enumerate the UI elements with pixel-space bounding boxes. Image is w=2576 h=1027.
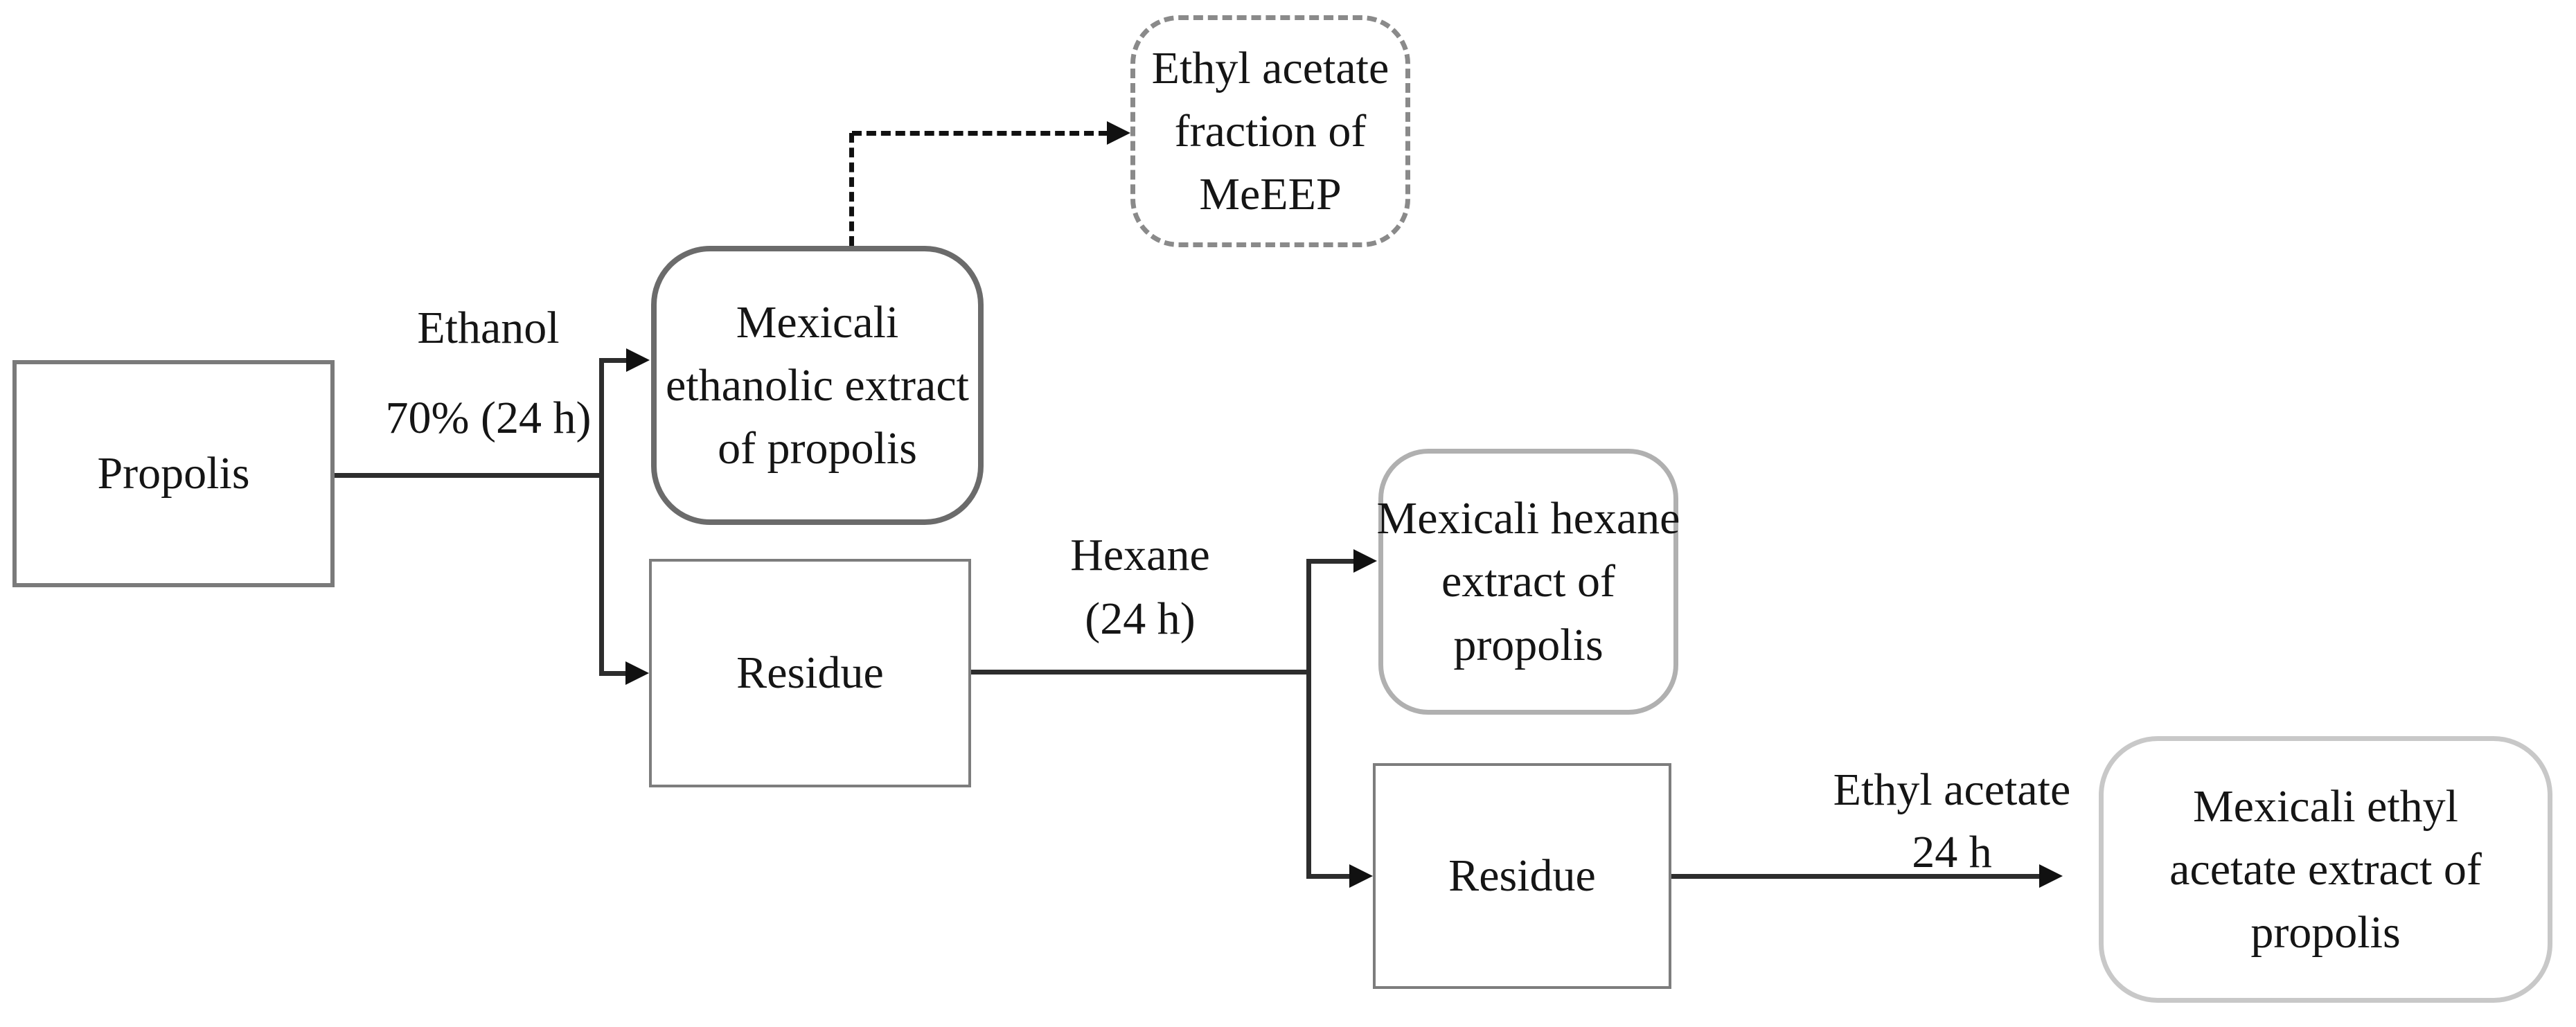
node-hexane-extract-line1: Mexicali hexane — [1376, 493, 1680, 544]
node-meeep-fraction-line3: MeEEP — [1199, 169, 1342, 220]
connector-meeep-horizontal-dashed-line — [852, 131, 1108, 136]
node-meeep-fraction: Ethyl acetate fraction of MeEEP — [1130, 15, 1410, 247]
node-ethyl-acetate-extract: Mexicali ethyl acetate extract of propol… — [2099, 736, 2552, 1003]
connector-to-residue2-arrowhead — [1349, 864, 1373, 888]
connector-to-hexane-line — [1311, 559, 1354, 564]
node-hexane-extract: Mexicali hexane extract of propolis — [1376, 449, 1680, 715]
node-ethanolic-extract-line1: Mexicali — [736, 296, 899, 348]
connector-ethanol-split-line — [599, 358, 604, 676]
node-propolis-label: Propolis — [97, 448, 250, 499]
node-hexane-extract-line2: extract of — [1441, 556, 1615, 607]
node-residue-1: Residue — [649, 559, 971, 787]
node-propolis: Propolis — [12, 360, 335, 587]
edge-label-ethyl-acetate-line1: Ethyl acetate — [1833, 765, 2071, 815]
connector-to-ethanolic-arrowhead — [626, 348, 650, 372]
node-residue-1-label: Residue — [736, 648, 884, 699]
edge-label-ethyl-acetate-line2: 24 h — [1912, 827, 1992, 877]
connector-residue1-trunk-line — [971, 670, 1311, 675]
connector-to-final-arrowhead — [2039, 864, 2063, 888]
connector-to-final-line — [1671, 874, 2039, 879]
node-ethyl-acetate-extract-line2: acetate extract of — [2169, 843, 2482, 895]
node-residue-2: Residue — [1373, 763, 1671, 989]
connector-to-residue1-arrowhead — [625, 661, 649, 685]
connector-to-residue1-line — [604, 671, 628, 676]
connector-meeep-arrowhead — [1107, 121, 1130, 145]
node-ethanolic-extract-line2: ethanolic extract — [666, 359, 969, 411]
node-residue-2-label: Residue — [1448, 850, 1596, 902]
edge-label-ethanol-line1: Ethanol — [417, 303, 560, 353]
connector-propolis-trunk-line — [335, 473, 602, 478]
connector-to-ethanolic-line — [604, 358, 628, 363]
connector-meeep-vertical-dashed-line — [849, 133, 854, 246]
node-ethyl-acetate-extract-line3: propolis — [2250, 907, 2401, 958]
edge-label-hexane-line1: Hexane — [1070, 530, 1210, 580]
node-meeep-fraction-line2: fraction of — [1174, 105, 1367, 157]
node-ethanolic-extract: Mexicali ethanolic extract of propolis — [651, 246, 984, 525]
node-ethanolic-extract-line3: of propolis — [718, 423, 917, 474]
node-meeep-fraction-line1: Ethyl acetate — [1151, 42, 1389, 93]
node-hexane-extract-line3: propolis — [1453, 619, 1604, 670]
connector-to-residue2-line — [1311, 874, 1350, 879]
node-ethyl-acetate-extract-line1: Mexicali ethyl — [2192, 780, 2459, 832]
connector-hexane-split-line — [1306, 559, 1311, 879]
edge-label-ethanol-line2: 70% (24 h) — [385, 393, 592, 443]
edge-label-hexane-line2: (24 h) — [1085, 593, 1196, 644]
connector-to-hexane-arrowhead — [1353, 549, 1377, 573]
